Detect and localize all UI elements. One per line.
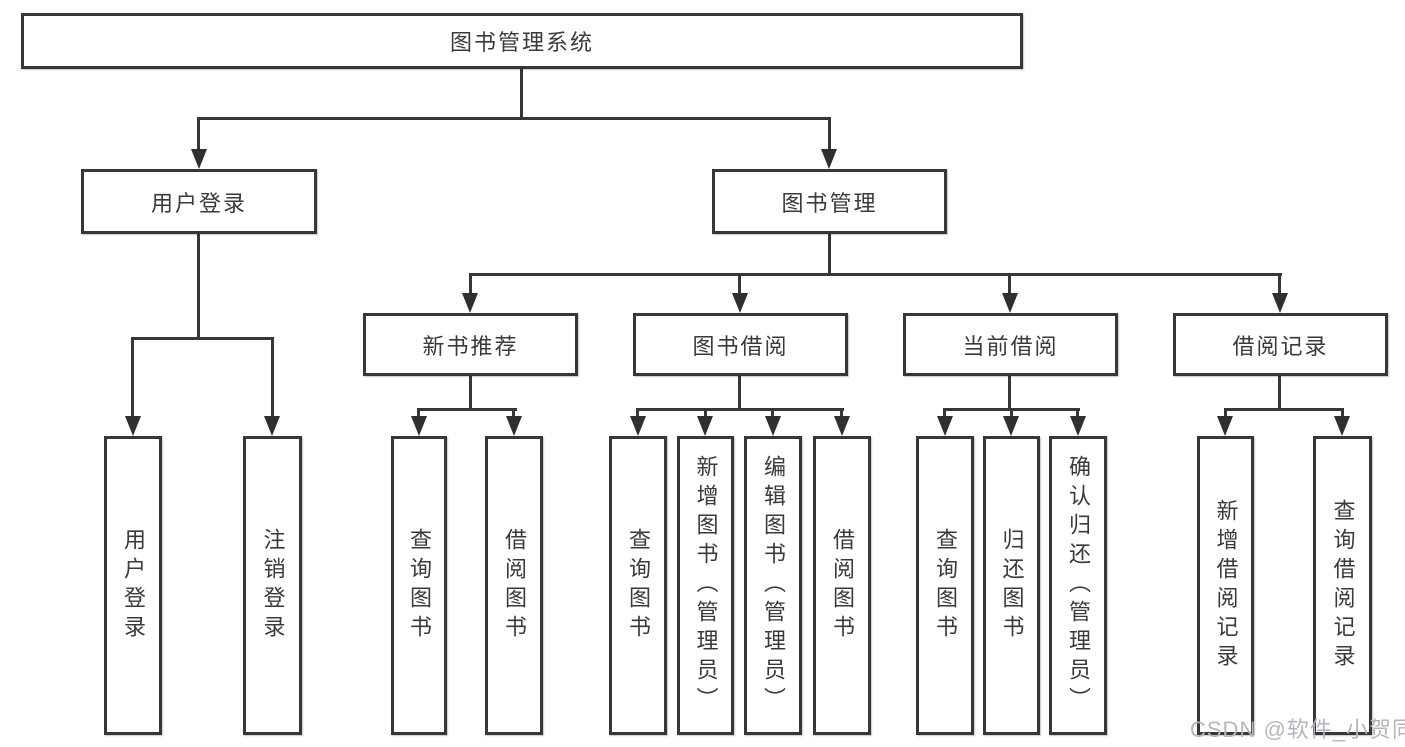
connector-line — [1076, 408, 1079, 420]
arrow-down-icon — [937, 416, 953, 436]
connector-line — [738, 273, 741, 297]
arrow-down-icon — [697, 416, 713, 436]
arrow-down-icon — [765, 416, 781, 436]
connector-line — [512, 408, 515, 420]
node-borrow-records: 借阅记录 — [1173, 313, 1388, 376]
arrow-down-icon — [1272, 293, 1288, 313]
leaf-bb-edit-books-admin: 编辑图书（管理员） — [744, 436, 802, 735]
connector-line — [704, 408, 707, 420]
connector-line — [840, 408, 843, 420]
node-root: 图书管理系统 — [21, 13, 1023, 69]
node-new-book-rec: 新书推荐 — [363, 313, 578, 376]
node-book-mgmt-group: 图书管理 — [712, 169, 947, 234]
node-label: 当前借阅 — [962, 333, 1059, 359]
node-current-borrow: 当前借阅 — [903, 313, 1118, 376]
node-label: 借阅图书 — [830, 527, 855, 644]
connector-line — [1224, 408, 1227, 420]
watermark: CSDN @软件_小贺同学 — [1190, 717, 1405, 742]
connector-line — [1224, 408, 1344, 411]
connector-line — [197, 234, 200, 340]
arrow-down-icon — [191, 149, 207, 169]
node-label: 新增借阅记录 — [1213, 498, 1239, 673]
node-label: 查询图书 — [933, 527, 958, 644]
leaf-logout: 注销登录 — [243, 436, 302, 735]
node-label: 查询借阅记录 — [1330, 498, 1356, 673]
connector-line — [469, 273, 1282, 276]
arrow-down-icon — [462, 293, 478, 313]
connector-line — [469, 376, 472, 411]
connector-line — [828, 117, 831, 151]
connector-line — [1278, 376, 1281, 411]
connector-line — [417, 408, 517, 411]
arrow-down-icon — [1002, 293, 1018, 313]
leaf-user-login: 用户登录 — [104, 436, 162, 735]
node-label: 借阅图书 — [502, 527, 527, 644]
node-label: 注销登录 — [260, 527, 286, 644]
arrow-down-icon — [1217, 416, 1233, 436]
connector-line — [1010, 408, 1013, 420]
arrow-down-icon — [506, 416, 522, 436]
node-label: 用户登录 — [121, 527, 146, 644]
node-user-login-group: 用户登录 — [81, 169, 317, 234]
arrow-down-icon — [1070, 416, 1086, 436]
arrow-down-icon — [821, 149, 837, 169]
connector-line — [197, 117, 831, 120]
node-label: 查询图书 — [626, 527, 651, 644]
node-label: 新书推荐 — [422, 333, 519, 359]
arrow-down-icon — [1334, 416, 1350, 436]
node-book-borrow: 图书借阅 — [633, 313, 848, 376]
arrow-down-icon — [630, 416, 646, 436]
arrow-down-icon — [1003, 416, 1019, 436]
node-label: 编辑图书（管理员） — [761, 455, 786, 716]
connector-line — [828, 234, 831, 276]
node-label: 确认归还（管理员） — [1066, 455, 1091, 716]
leaf-bb-borrow-books: 借阅图书 — [813, 436, 871, 735]
node-label: 借阅记录 — [1232, 333, 1329, 359]
leaf-br-query-record: 查询借阅记录 — [1313, 436, 1372, 735]
connector-line — [738, 376, 741, 411]
connector-line — [771, 408, 774, 420]
node-label: 新增图书（管理员） — [693, 455, 719, 716]
arrow-down-icon — [264, 416, 280, 436]
leaf-nbr-query-books: 查询图书 — [391, 436, 447, 735]
connector-line — [131, 337, 274, 340]
leaf-nbr-borrow-books: 借阅图书 — [485, 436, 543, 735]
node-label: 图书管理 — [781, 190, 878, 216]
connector-line — [636, 408, 639, 420]
node-label: 查询图书 — [407, 527, 432, 644]
connector-line — [469, 273, 472, 297]
connector-line — [1008, 273, 1011, 297]
arrow-down-icon — [732, 293, 748, 313]
connector-line — [131, 337, 134, 420]
node-label: 图书管理系统 — [449, 30, 594, 55]
connector-line — [1341, 408, 1344, 420]
leaf-cb-query-books: 查询图书 — [916, 436, 974, 735]
connector-line — [943, 408, 946, 420]
connector-line — [417, 408, 420, 420]
leaf-bb-add-books-admin: 新增图书（管理员） — [677, 436, 734, 735]
connector-line — [197, 117, 200, 151]
leaf-cb-return-books: 归还图书 — [983, 436, 1040, 735]
node-label: 用户登录 — [150, 190, 247, 216]
leaf-bb-query-books: 查询图书 — [609, 436, 667, 735]
arrow-down-icon — [125, 416, 141, 436]
leaf-cb-confirm-return-admin: 确认归还（管理员） — [1049, 436, 1107, 735]
connector-line — [636, 408, 844, 411]
leaf-br-add-record: 新增借阅记录 — [1197, 436, 1254, 735]
node-label: 图书借阅 — [692, 333, 789, 359]
connector-line — [520, 69, 523, 120]
arrow-down-icon — [411, 416, 427, 436]
arrow-down-icon — [834, 416, 850, 436]
connector-line — [1008, 376, 1011, 411]
connector-line — [1278, 273, 1281, 297]
node-label: 归还图书 — [999, 527, 1025, 644]
connector-line — [271, 337, 274, 420]
